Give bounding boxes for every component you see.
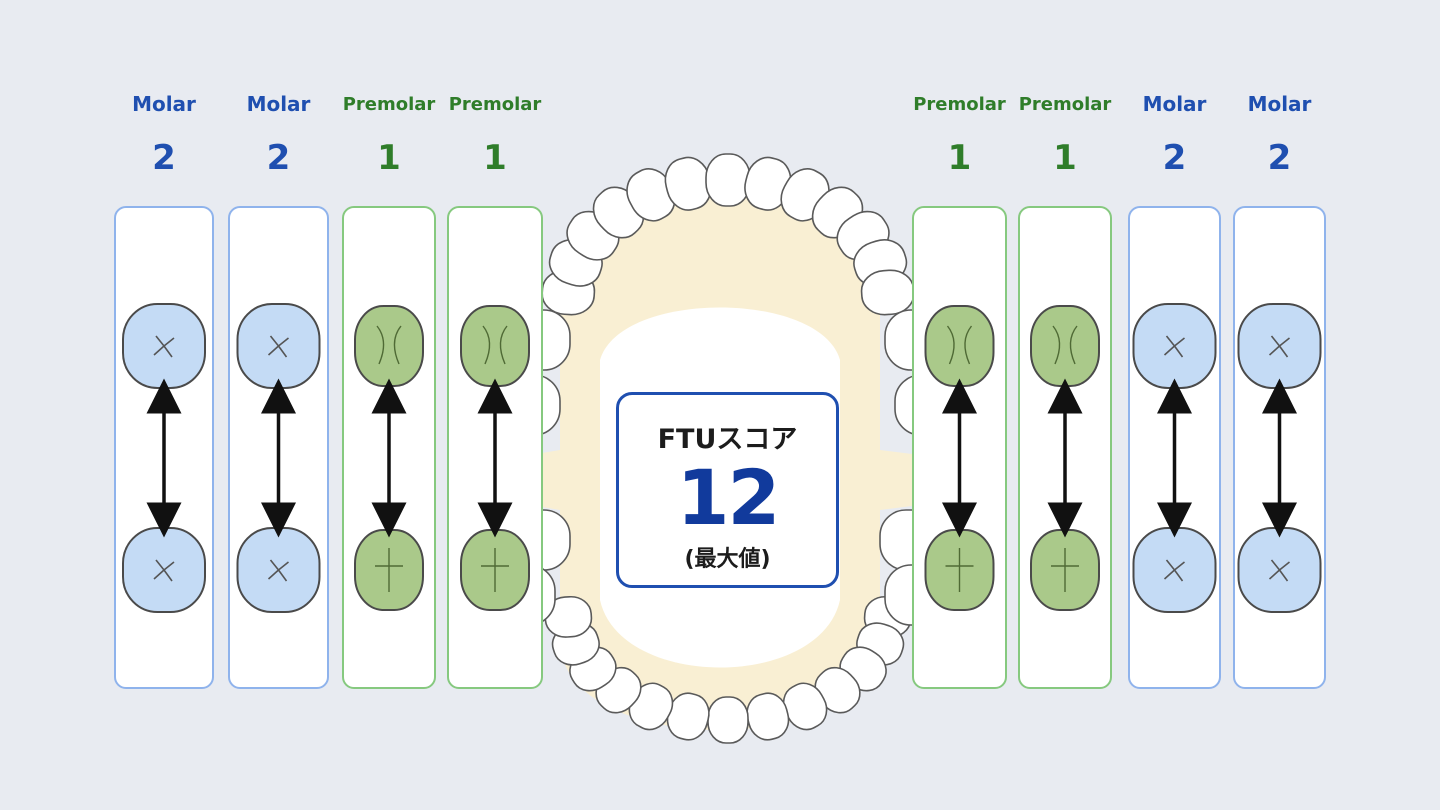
column-label: Molar	[132, 92, 196, 116]
column-score: 2	[152, 138, 176, 178]
score-value: 12	[676, 453, 781, 542]
score-note: (最大値)	[684, 547, 771, 572]
column-score: 2	[266, 138, 291, 178]
premolar-tooth-upper	[354, 305, 424, 387]
molar-tooth-upper	[122, 303, 206, 389]
column-label: Molar	[246, 92, 311, 116]
molar-tooth-lower	[122, 527, 206, 613]
column-score: 1	[377, 138, 401, 178]
column-label: Molar	[1142, 92, 1207, 116]
molar-tooth-upper	[1132, 303, 1217, 389]
premolar-tooth-upper	[1030, 305, 1100, 387]
premolar-tooth-upper	[924, 305, 995, 387]
molar-tooth-upper	[236, 303, 321, 389]
molar-tooth-lower	[1237, 527, 1322, 613]
ftu-score-box: FTUスコア 12 (最大値)	[616, 392, 839, 588]
column-score: 1	[1053, 138, 1077, 178]
column-label: Premolar	[913, 94, 1006, 115]
column-score: 2	[1267, 138, 1292, 178]
premolar-tooth-lower	[924, 529, 995, 611]
column-label: Premolar	[1018, 94, 1112, 115]
molar-tooth-lower	[1132, 527, 1217, 613]
column-score: 1	[947, 138, 972, 178]
score-title: FTUスコア	[657, 424, 798, 455]
column-score: 2	[1162, 138, 1187, 178]
premolar-tooth-lower	[1030, 529, 1100, 611]
column-label: Molar	[1247, 92, 1312, 116]
premolar-tooth-upper	[460, 305, 530, 387]
premolar-tooth-lower	[354, 529, 424, 611]
molar-tooth-lower	[236, 527, 321, 613]
column-label: Premolar	[448, 94, 542, 115]
column-score: 1	[483, 138, 507, 178]
molar-tooth-upper	[1237, 303, 1322, 389]
premolar-tooth-lower	[460, 529, 530, 611]
column-label: Premolar	[342, 94, 436, 115]
